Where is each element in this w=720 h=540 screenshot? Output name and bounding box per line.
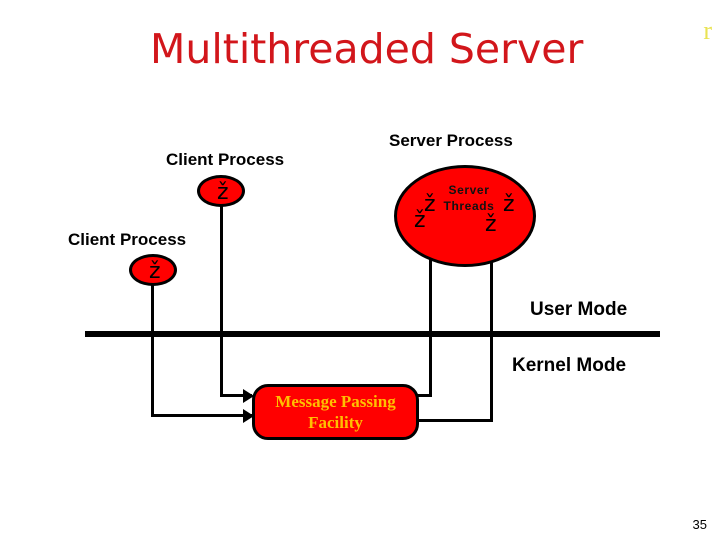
- client1-connector-horizontal: [220, 394, 252, 397]
- client-process-ellipse-1: ž: [197, 175, 245, 207]
- user-kernel-mode-divider: [85, 331, 660, 337]
- thread-squiggle-icon: ž: [217, 180, 229, 205]
- message-passing-facility-box: Message Passing Facility: [252, 384, 419, 440]
- thread-squiggle-icon: ž: [149, 259, 161, 284]
- server-connector-right-vertical: [490, 258, 493, 422]
- kernel-mode-label: Kernel Mode: [512, 355, 627, 376]
- thread-squiggle-icon: ž: [414, 208, 426, 233]
- client-process-label-1: Client Process: [166, 150, 285, 169]
- message-passing-facility-label: Message Passing Facility: [275, 392, 396, 432]
- thread-squiggle-icon: ž: [424, 192, 436, 217]
- user-mode-label: User Mode: [530, 299, 628, 320]
- server-process-ellipse: Server Threads ž ž ž ž: [394, 165, 536, 267]
- thread-squiggle-icon: ž: [485, 212, 497, 237]
- client-process-ellipse-2: ž: [129, 254, 177, 286]
- page-title: Multithreaded Server: [150, 25, 584, 73]
- client2-connector-vertical: [151, 284, 154, 417]
- client-process-label-2: Client Process: [68, 230, 187, 249]
- client2-connector-arrowhead: [243, 409, 254, 423]
- page-number: 35: [692, 517, 707, 532]
- client1-connector-vertical: [220, 205, 223, 397]
- server-threads-label: Server Threads: [443, 183, 495, 213]
- server-connector-left-horizontal: [416, 394, 432, 397]
- client2-connector-horizontal: [151, 414, 252, 417]
- server-connector-left-vertical: [429, 258, 432, 397]
- thread-squiggle-icon: ž: [503, 192, 515, 217]
- server-process-label: Server Process: [389, 131, 513, 150]
- client1-connector-arrowhead: [243, 389, 254, 403]
- corner-glyph: r: [703, 16, 712, 45]
- server-connector-right-horizontal: [416, 419, 493, 422]
